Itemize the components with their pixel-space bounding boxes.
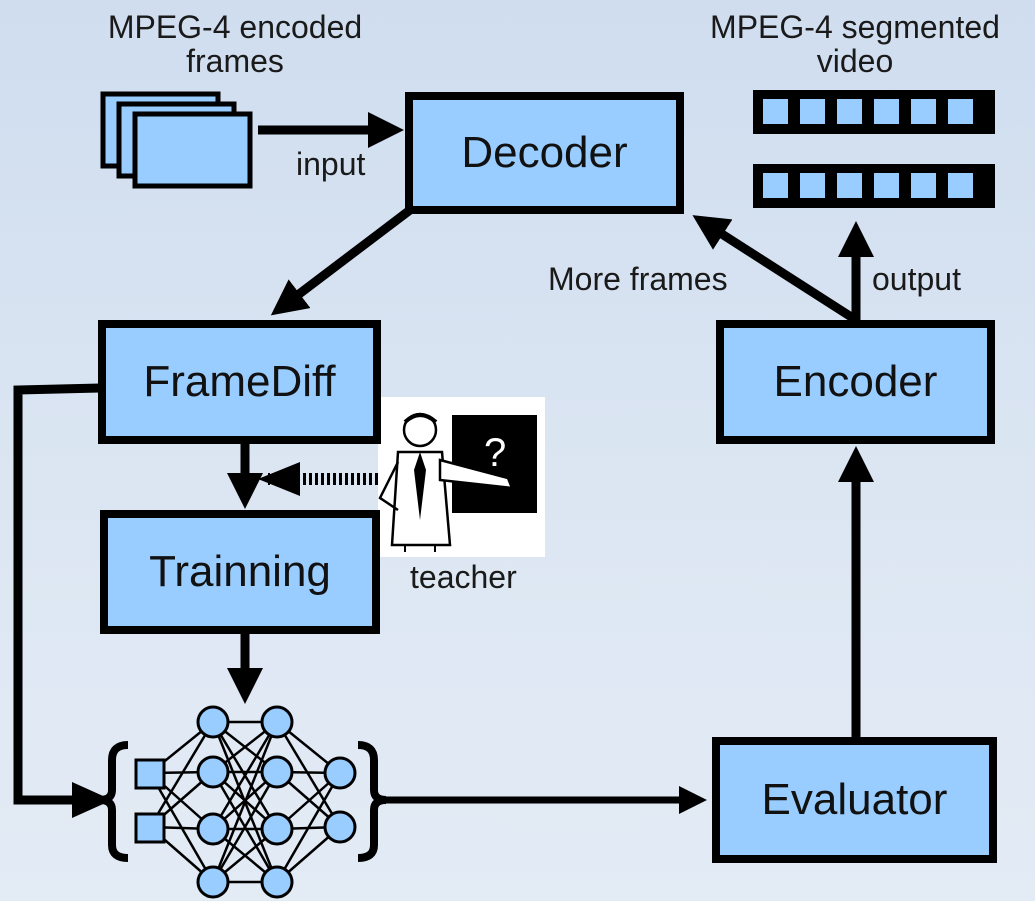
output-video-caption: MPEG-4 segmented video [710, 9, 1000, 79]
encoder-box: Encoder [716, 320, 995, 444]
input-label: input [296, 146, 366, 182]
neural-network-icon [99, 705, 387, 899]
arrow-decoder-to-framediff [270, 206, 413, 316]
encoder-label: Encoder [773, 357, 938, 406]
decoder-box: Decoder [405, 92, 684, 214]
framediff-box: FrameDiff [98, 320, 381, 444]
training-label: Trainning [149, 547, 331, 596]
svg-text:?: ? [484, 431, 506, 475]
arrow-bypass-head [72, 782, 112, 818]
arrow-more-frames [692, 215, 859, 324]
arrow-teacher-head [258, 462, 300, 496]
evaluator-label: Evaluator [761, 775, 948, 824]
input-frames-caption: MPEG-4 encoded frames [107, 9, 363, 79]
segmented-video-icon [753, 90, 995, 208]
framediff-label: FrameDiff [143, 357, 336, 406]
evaluator-box: Evaluator [712, 737, 997, 863]
teacher-label: teacher [410, 559, 517, 595]
teacher-illustration: ? [378, 397, 545, 557]
input-frames-icon [100, 91, 253, 189]
output-label: output [872, 261, 961, 297]
decoder-label: Decoder [461, 128, 628, 177]
more-frames-label: More frames [548, 261, 728, 297]
arrow-framediff-bypass [13, 383, 101, 805]
training-box: Trainning [100, 510, 380, 634]
